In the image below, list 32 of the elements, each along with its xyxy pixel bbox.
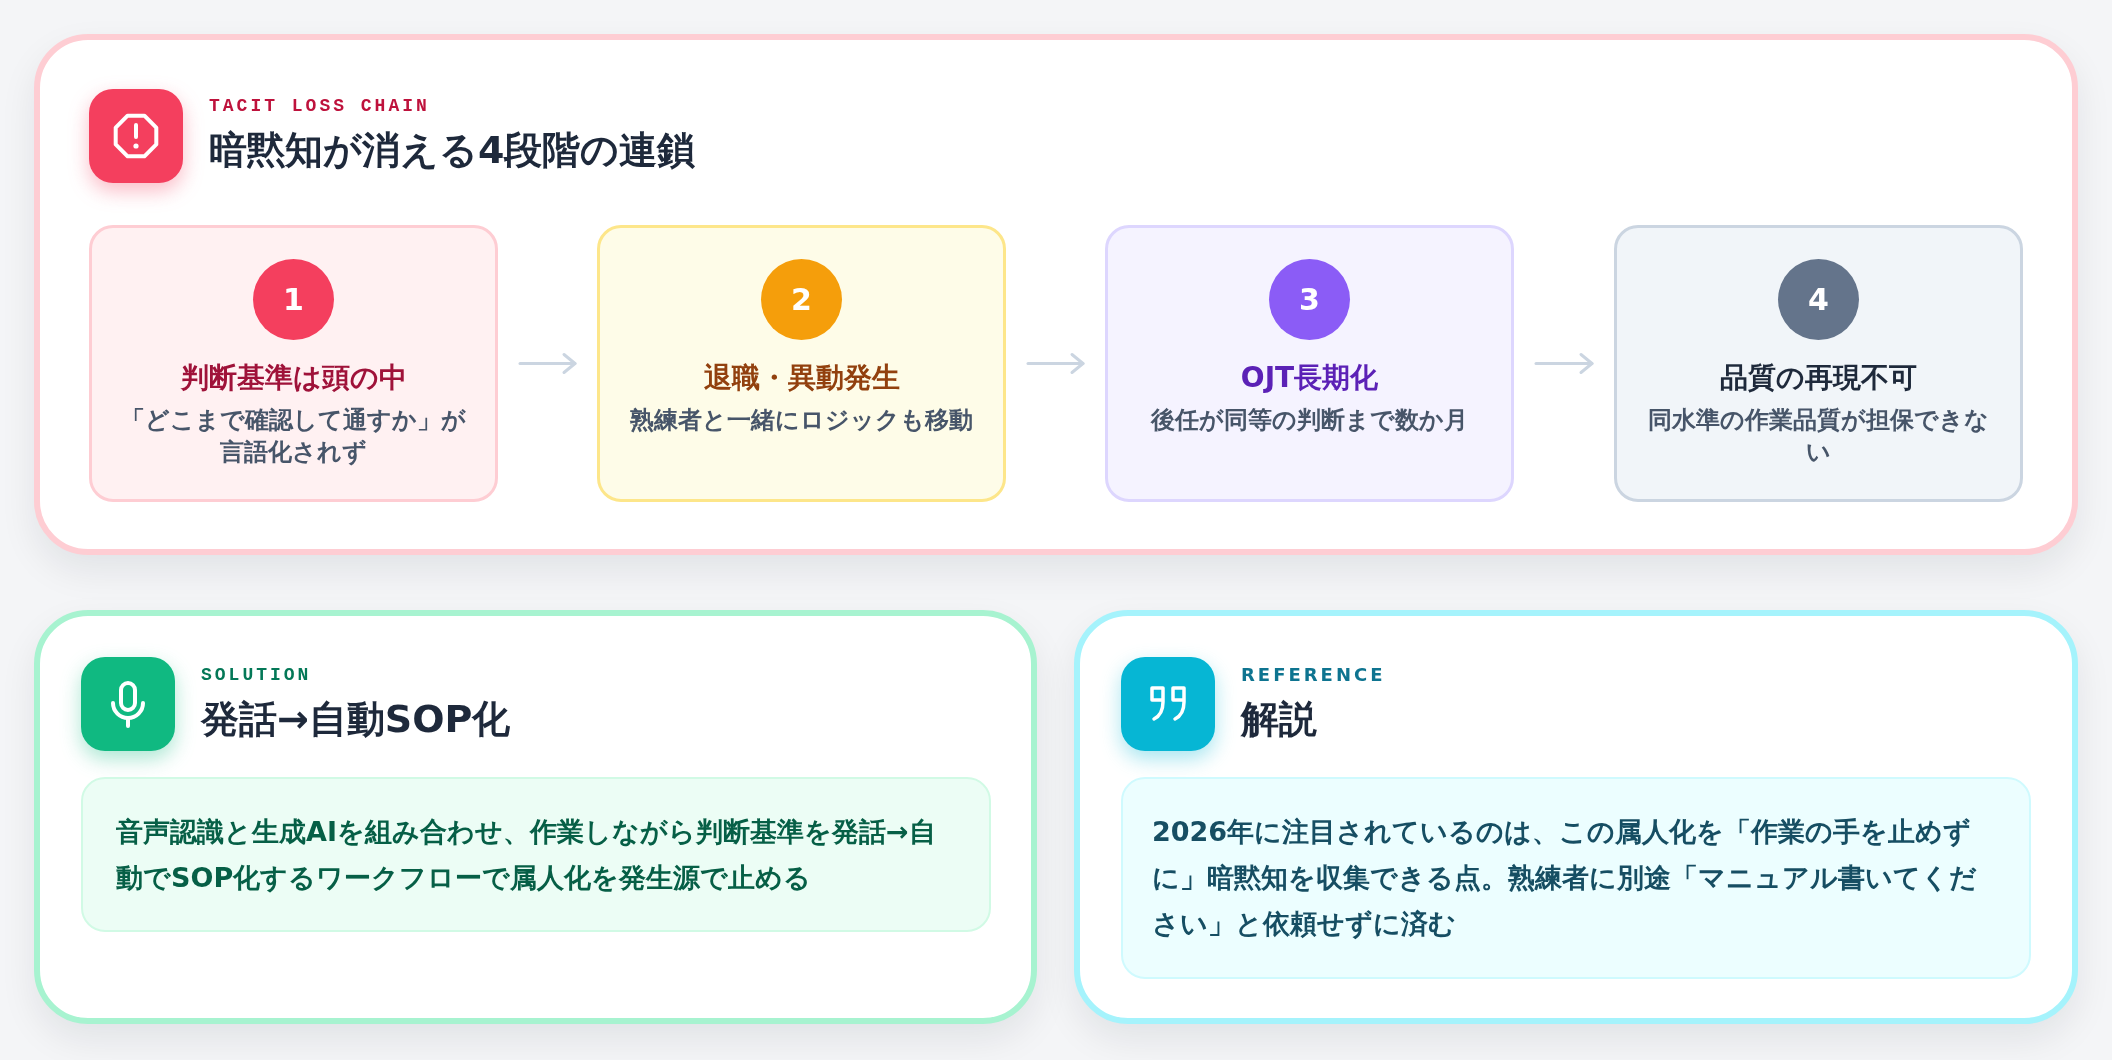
arrow xyxy=(1534,353,1594,374)
step-description: 後任が同等の判断まで数か月 xyxy=(1149,405,1469,436)
step-number: 1 xyxy=(283,282,304,317)
step-card xyxy=(1614,225,2023,502)
step-number: 4 xyxy=(1808,282,1829,317)
step-title: 判断基準は頭の中 xyxy=(179,360,408,396)
arrow xyxy=(518,353,577,374)
step-description: 「どこまで確認して通すか」が言語化されず xyxy=(120,405,467,468)
step-card xyxy=(89,225,498,502)
step-title: OJT長期化 xyxy=(1239,360,1380,396)
text-panel xyxy=(1121,777,2031,979)
step-title: 退職・異動発生 xyxy=(702,360,901,396)
panel-title: 発話→自動SOP化 xyxy=(201,696,511,743)
kicker-label: SOLUTION xyxy=(201,664,312,687)
body-text: 音声認識と生成AIを組み合わせ、作業しながら判断基準を発話→自動でSOP化するワークフローで属人化を発生源で止める xyxy=(116,815,937,895)
step-title: 品質の再現不可 xyxy=(1719,360,1918,396)
panel-title: 解説 xyxy=(1241,696,1317,743)
step-description: 同水準の作業品質が担保できない xyxy=(1647,405,1990,468)
step-card xyxy=(1105,225,1514,502)
step-description: 熟練者と一緒にロジックも移動 xyxy=(629,405,974,436)
card-panel xyxy=(34,34,2078,555)
panel-title: 暗黙知が消える4段階の連鎖 xyxy=(209,127,696,174)
card-panel xyxy=(1074,610,2078,1024)
arrow xyxy=(1026,353,1085,374)
card-panel xyxy=(34,610,1037,1024)
kicker-label: REFERENCE xyxy=(1241,663,1386,687)
body-text: 2026年に注目されているのは、この属人化を「作業の手を止めずに」暗黙知を収集できる点。熟練者に別途「マニュアル書いてください」と依頼せずに済む xyxy=(1152,815,1978,941)
step-card xyxy=(597,225,1006,502)
text-panel xyxy=(81,777,991,932)
step-number: 2 xyxy=(791,282,812,317)
step-number: 3 xyxy=(1299,282,1320,317)
kicker-label: TACIT LOSS CHAIN xyxy=(209,95,430,118)
